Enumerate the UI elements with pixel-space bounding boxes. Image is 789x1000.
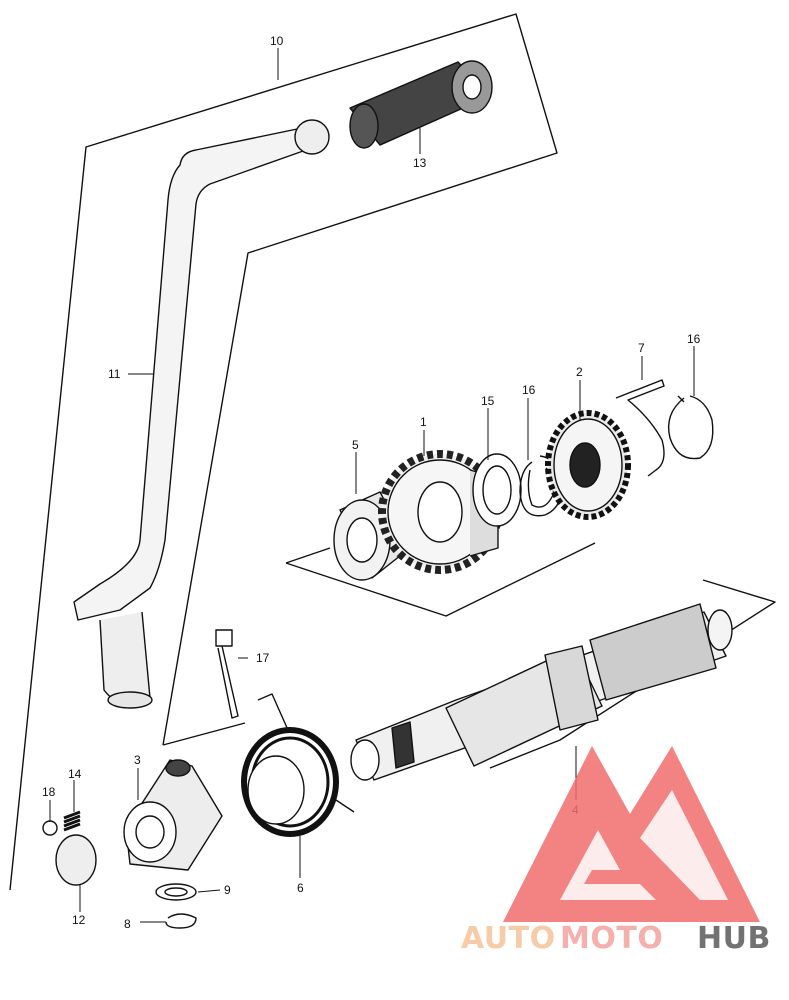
callout-3: 3 (134, 753, 141, 767)
callout-5: 5 (352, 438, 359, 452)
callout-18: 18 (42, 785, 56, 799)
callout-15: 15 (481, 394, 495, 408)
gear-assembly-plane (285, 542, 596, 617)
washer-part-9 (155, 883, 197, 901)
shaft-plane (162, 722, 246, 746)
logo-word-auto: AUTO (461, 921, 556, 956)
kick-rubber-grip (349, 60, 493, 149)
bushing-part-5 (333, 491, 411, 581)
callout-10: 10 (270, 34, 284, 48)
automotohub-logo: AUTO MOTO HUB (461, 746, 771, 956)
ratchet-part-2 (545, 410, 631, 520)
callout-9: 9 (224, 883, 231, 897)
logo-word-moto: MOTO (560, 921, 663, 956)
kick-spindle-part-4 (350, 603, 733, 781)
callout-2: 2 (576, 365, 583, 379)
callout-6: 6 (297, 881, 304, 895)
callout-12: 12 (72, 913, 86, 927)
small-spring-part-14 (63, 810, 81, 832)
ratchet-spring-part-7 (615, 379, 665, 477)
callout-13: 13 (413, 156, 427, 170)
callout-14: 14 (68, 767, 82, 781)
callout-8: 8 (124, 917, 131, 931)
cap-part-12 (55, 834, 97, 886)
callout-17: 17 (256, 651, 270, 665)
callout-1: 1 (420, 415, 427, 429)
bolt-part-17 (215, 629, 239, 719)
ball-part-18 (42, 820, 58, 836)
logo-word-hub: HUB (697, 921, 771, 956)
callout-16a: 16 (522, 383, 536, 397)
washer-part-15 (472, 453, 522, 527)
kick-lever-group-outline (9, 13, 558, 891)
kick-lever-arm (73, 119, 330, 709)
callout-16b: 16 (687, 332, 701, 346)
callout-7: 7 (638, 341, 645, 355)
circlip-part-8 (165, 913, 197, 929)
circlip-part-16b (667, 395, 714, 460)
callout-11: 11 (108, 367, 121, 381)
pinch-holder-part-3 (123, 759, 223, 871)
return-spring-part-6 (241, 693, 355, 837)
